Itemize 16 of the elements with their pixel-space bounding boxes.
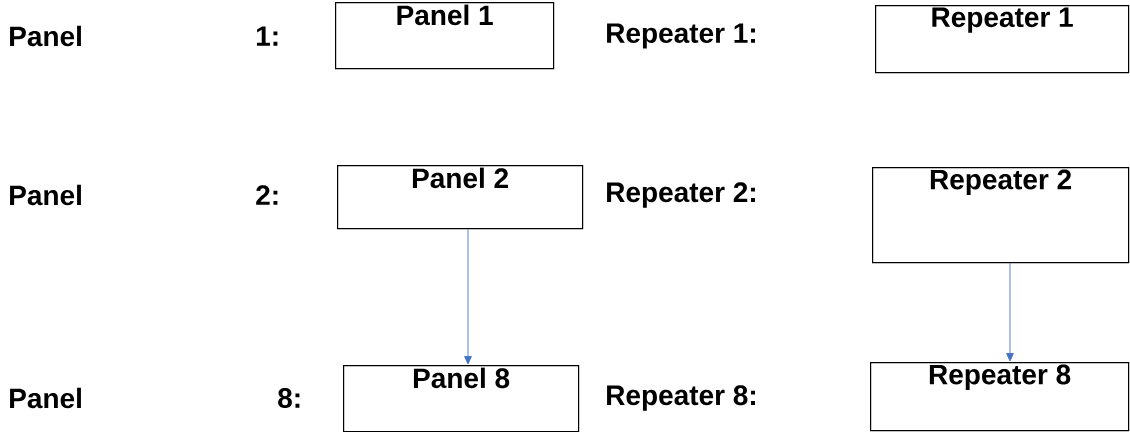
text-box: Repeater 2 — [872, 167, 1130, 264]
label: Repeater 1: — [607, 23, 755, 49]
label: Panel — [10, 184, 81, 206]
label: 1: — [256, 26, 278, 46]
label: Panel — [10, 25, 81, 47]
arrow — [464, 228, 472, 365]
label: Panel — [10, 387, 81, 409]
text-box: Repeater 8 — [870, 362, 1130, 432]
label: 2: — [256, 185, 278, 205]
text-box: Repeater 1 — [875, 5, 1130, 74]
label: 8: — [278, 388, 300, 408]
text-box: Panel 2 — [337, 165, 584, 230]
arrow — [1006, 262, 1014, 362]
label: Repeater 8: — [607, 385, 755, 411]
text-box: Panel 1 — [335, 2, 555, 70]
text-box: Panel 8 — [343, 365, 580, 432]
